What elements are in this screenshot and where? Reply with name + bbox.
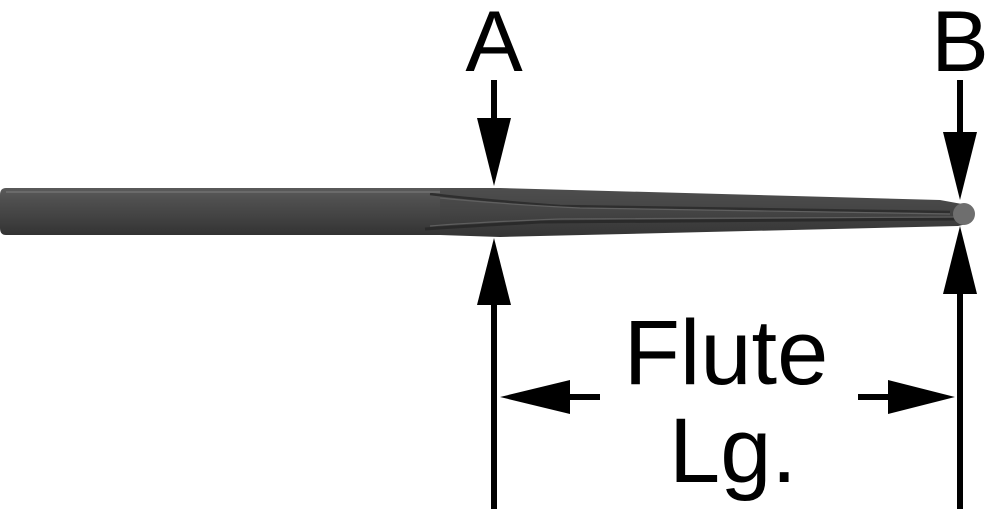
extension-line-b [957, 290, 963, 509]
arrow-b-down-shaft [957, 80, 963, 140]
flute-groove-lower-highlight [429, 216, 956, 227]
arrow-a-down-head [477, 118, 511, 186]
dimension-label-length: Lg. [669, 400, 797, 502]
dimension-label-flute: Flute [624, 302, 829, 404]
tapered-reamer-tool [0, 188, 975, 237]
point-b-marker: B [931, 0, 989, 509]
label-a: A [465, 0, 523, 90]
flute-groove-upper-highlight [439, 197, 951, 215]
extension-line-a [491, 300, 497, 509]
arrow-a-down-shaft [491, 80, 497, 124]
reamer-shank [0, 188, 440, 235]
point-a-marker: A [465, 0, 523, 509]
flute-groove-upper [429, 192, 951, 214]
arrow-a-up-head [477, 238, 511, 305]
dimension-line-right-segment [858, 394, 893, 400]
dimension-line [500, 380, 955, 414]
dimension-arrow-left [500, 380, 570, 414]
label-b: B [931, 0, 988, 90]
flute-groove-lower [424, 217, 956, 231]
arrow-b-up-head [943, 226, 977, 294]
reamer-tip [953, 203, 975, 225]
reamer-flute-section [440, 188, 975, 237]
arrow-b-down-head [943, 132, 977, 200]
dimension-line-left-segment [565, 394, 600, 400]
dimension-arrow-right [888, 380, 955, 414]
